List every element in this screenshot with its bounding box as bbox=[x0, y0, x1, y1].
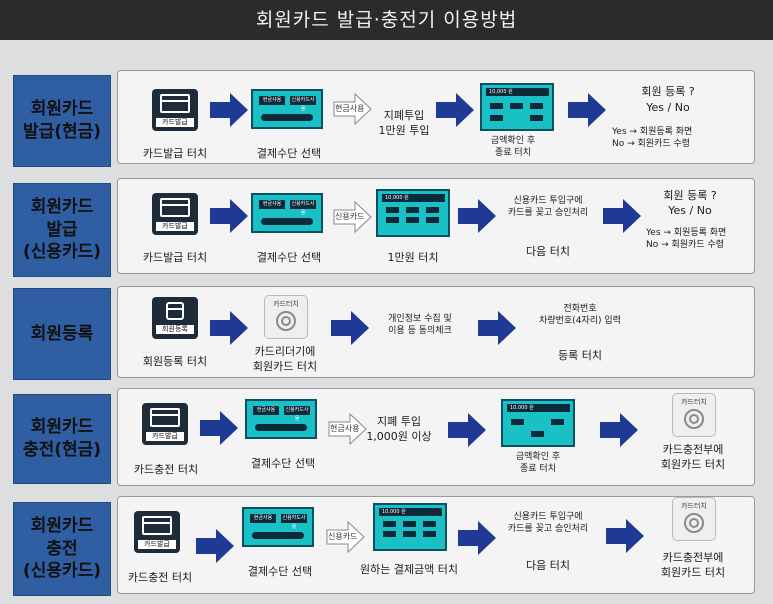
kiosk-caption: 카드충전 터치 bbox=[133, 463, 199, 476]
phone-car-input-text: 전화번호 차량번호(4자리) 입력 bbox=[539, 304, 621, 327]
yes-no-text: Yes / No bbox=[646, 101, 690, 114]
outline-arrow-icon: 현금사용 bbox=[333, 92, 373, 126]
outline-arrow-icon: 신용카드 bbox=[333, 200, 373, 234]
next-touch-text: 다음 터치 bbox=[526, 559, 570, 572]
screen-caption: 결제수단 선택 bbox=[256, 251, 322, 264]
credit-insert-text: 신용카드 투입구에 카드를 꽂고 승인처리 bbox=[507, 512, 589, 535]
amount-caption: 원하는 결제금액 터치 bbox=[359, 563, 459, 576]
row-label: 회원등록 bbox=[13, 288, 111, 380]
credit-insert-text: 신용카드 투입구에 카드를 꽂고 승인처리 bbox=[507, 196, 589, 219]
consent-text: 개인정보 수집 및 이용 등 동의체크 bbox=[388, 314, 452, 337]
page-title: 회원카드 발급·충전기 이용방법 bbox=[0, 0, 773, 40]
card-reader-icon: 카드터치 bbox=[264, 295, 308, 339]
bill-insert-text: 지폐투입 1만원 투입 bbox=[378, 109, 430, 137]
row-label: 회원카드 충전(현금) bbox=[13, 394, 111, 484]
amount-caption: 1만원 터치 bbox=[387, 251, 439, 264]
next-touch-text: 다음 터치 bbox=[526, 245, 570, 258]
screen-caption: 결제수단 선택 bbox=[247, 565, 313, 578]
register-touch-text: 등록 터치 bbox=[558, 349, 602, 362]
reader-caption: 카드충전부에 회원카드 터치 bbox=[660, 443, 726, 471]
yes-text: Yes → 회원등록 화면 bbox=[612, 127, 693, 137]
amount-caption: 금액확인 후 종료 터치 bbox=[515, 452, 561, 475]
reader-caption: 카드충전부에 회원카드 터치 bbox=[660, 551, 726, 579]
kiosk-charge-icon: 카드발급 bbox=[134, 511, 180, 553]
amount-caption: 금액확인 후 종료 터치 bbox=[490, 136, 536, 159]
screen-caption: 결제수단 선택 bbox=[250, 457, 316, 470]
screen-caption: 결제수단 선택 bbox=[256, 147, 322, 160]
no-text: No → 회원카드 수령 bbox=[646, 240, 725, 250]
row-panel: 회원등록 회원등록 터치 카드터치 카드리더기에 회원카드 터치 개인정보 수집… bbox=[117, 286, 755, 378]
yes-no-text: Yes / No bbox=[668, 204, 712, 217]
register-question: 회원 등록 ? bbox=[663, 189, 717, 202]
outline-arrow-icon: 현금사용 bbox=[328, 412, 368, 446]
yes-text: Yes → 회원등록 화면 bbox=[646, 228, 727, 238]
outline-arrow-icon: 신용카드 bbox=[326, 520, 366, 554]
kiosk-caption: 회원등록 터치 bbox=[142, 355, 208, 368]
kiosk-caption: 카드충전 터치 bbox=[127, 571, 193, 584]
amount-screen-icon: 10,000 원 bbox=[501, 399, 575, 447]
kiosk-charge-icon: 카드발급 bbox=[142, 403, 188, 445]
card-reader-icon: 카드터치 bbox=[672, 497, 716, 541]
kiosk-card-issue-icon: 카드발급 bbox=[152, 193, 198, 235]
row-label: 회원카드 발급(현금) bbox=[13, 75, 111, 167]
row-label: 회원카드 발급 (신용카드) bbox=[13, 183, 111, 277]
amount-screen-icon: 10,000 원 bbox=[480, 83, 554, 131]
register-question: 회원 등록 ? bbox=[641, 85, 695, 98]
kiosk-caption: 카드발급 터치 bbox=[142, 147, 208, 160]
bill-insert-text: 지폐 투입 1,000원 이상 bbox=[366, 415, 432, 443]
no-text: No → 회원카드 수령 bbox=[612, 139, 691, 149]
amount-screen-icon: 10,000 원 bbox=[376, 189, 450, 237]
card-reader-icon: 카드터치 bbox=[672, 393, 716, 437]
kiosk-card-issue-icon: 카드발급 bbox=[152, 89, 198, 131]
row-label: 회원카드 충전 (신용카드) bbox=[13, 502, 111, 596]
kiosk-register-icon: 회원등록 bbox=[152, 297, 198, 339]
row-register: 회원등록 회원등록 회원등록 터치 카드터치 카드리더기에 회원카드 터치 개인… bbox=[0, 286, 773, 382]
reader-caption: 카드리더기에 회원카드 터치 bbox=[252, 345, 318, 373]
amount-screen-icon: 10,000 원 bbox=[373, 503, 447, 551]
kiosk-caption: 카드발급 터치 bbox=[142, 251, 208, 264]
